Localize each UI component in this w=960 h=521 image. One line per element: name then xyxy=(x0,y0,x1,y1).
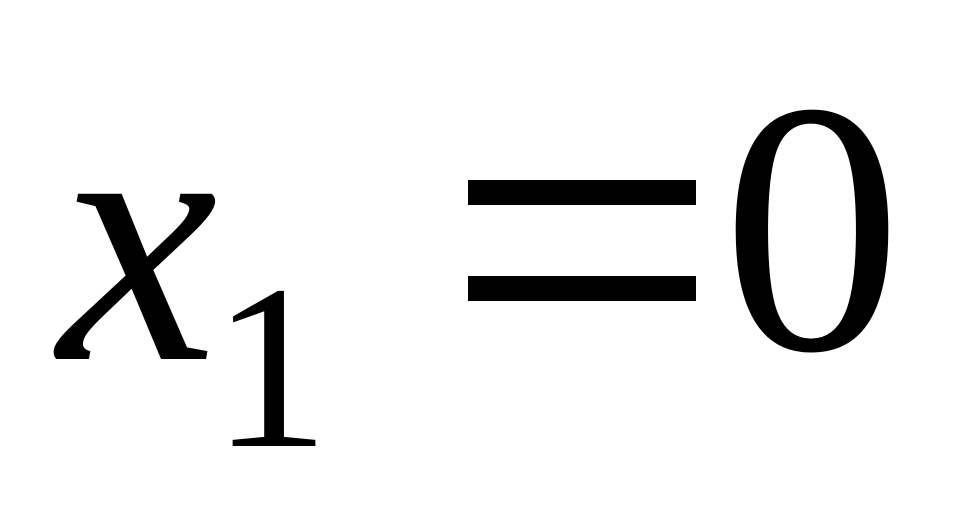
equation-variable: x xyxy=(58,38,218,437)
equation-subscript: 1 xyxy=(212,237,330,497)
equals-sign-bottom-bar xyxy=(468,276,696,301)
equation-value: 0 xyxy=(722,28,902,427)
equals-sign-top-bar xyxy=(468,180,696,205)
equals-sign xyxy=(468,180,696,302)
